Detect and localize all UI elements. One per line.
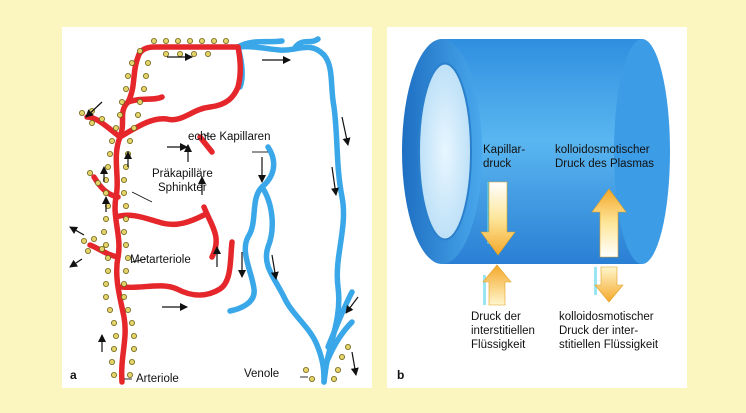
label-plasma-colloid-1: kolloidosmotischer <box>555 144 650 156</box>
leader-lines <box>124 134 308 380</box>
plasma-colloid-pressure-arrow <box>591 188 627 258</box>
label-kapillardruck-1: Kapillar- <box>483 144 526 156</box>
panel-letter-b: b <box>397 368 405 382</box>
flow-arrows <box>69 53 359 376</box>
venous-vessels <box>227 36 355 385</box>
label-plasma-colloid-2: Druck des Plasmas <box>555 158 655 170</box>
label-arteriole: Arteriole <box>136 373 179 385</box>
label-interstitial-3: Flüssigkeit <box>471 339 526 351</box>
panel-letter-a: a <box>70 368 77 382</box>
label-metarteriole: Metarteriole <box>130 254 191 266</box>
label-inter-colloid-2: Druck der inter- <box>559 325 639 337</box>
sphincter-beads <box>78 37 351 382</box>
label-echte-kapillaren: echte Kapillaren <box>188 131 271 143</box>
panel-a-microcirculation: echte Kapillaren Präkapilläre Sphinkter … <box>62 27 372 388</box>
microcirculation-diagram <box>69 36 359 385</box>
capillary-cylinder-diagram <box>402 39 670 306</box>
label-inter-colloid-1: kolloidosmotischer <box>559 311 654 323</box>
panel-b-capillary-pressures: Kapillar- druck kolloidosmotischer Druck… <box>387 27 687 388</box>
label-interstitial-1: Druck der <box>471 311 521 323</box>
arterial-vessels <box>84 44 244 385</box>
label-praekapillaere: Präkapilläre <box>152 168 213 180</box>
capillary-pressure-arrow <box>480 181 516 256</box>
label-venole: Venole <box>244 368 280 380</box>
label-interstitial-2: interstitiellen <box>471 325 535 337</box>
label-kapillardruck-2: druck <box>483 158 512 170</box>
interstitial-colloid-pressure-arrow <box>594 266 624 303</box>
capillary-cylinder <box>402 39 670 264</box>
interstitial-pressure-arrow <box>482 264 512 306</box>
label-inter-colloid-3: stitiellen Flüssigkeit <box>559 339 659 351</box>
label-sphinkter: Sphinkter <box>158 182 207 194</box>
